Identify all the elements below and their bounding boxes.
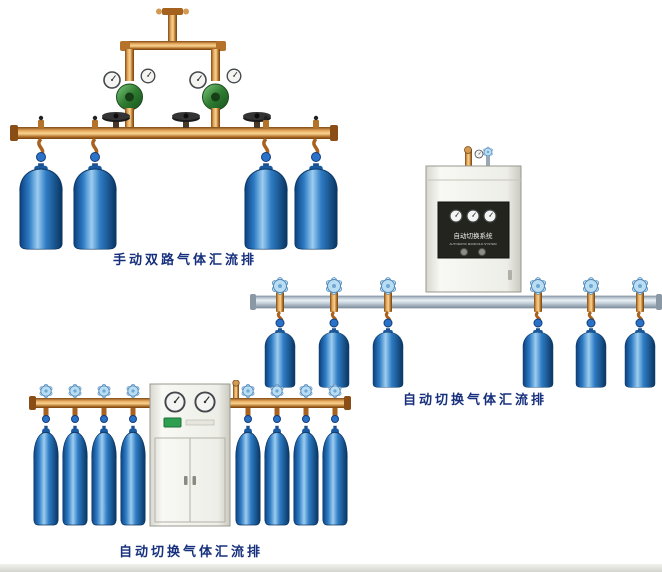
top-pipe-assembly [120,8,226,81]
blue-handwheel [241,383,255,399]
manual-dual-manifold-figure [10,8,338,250]
blue-handwheel [68,383,82,399]
gas-cylinder [91,425,117,526]
cylinder-station [372,277,404,388]
blue-handwheel [126,383,140,399]
gas-cylinder [575,327,607,388]
blue-handwheel [97,383,111,399]
gas-cylinder [372,327,404,388]
cabinet-risers [464,146,493,168]
blue-handwheel [529,277,547,295]
cylinder-station [522,277,554,388]
gas-cylinder [62,425,88,526]
blue-handwheel [379,277,397,295]
cylinder-station [322,383,348,526]
bottom-strip [0,564,662,572]
cylinder-station [318,277,350,388]
green-label [163,417,182,428]
control-cabinet-2 [149,383,231,527]
panel-gauge [449,209,463,223]
gas-cylinder [522,327,554,388]
cylinder-station [264,383,290,526]
cylinder-station [624,277,656,388]
gas-cylinder [322,425,348,526]
cylinder-station [91,383,117,526]
cylinder-station [244,115,288,250]
auto-switch-manifold-figure: 自动切换系统 AUTOMATIC MANIFOLD SYSTEM [250,146,662,388]
cabinet-knob [460,248,468,256]
gas-cylinder [120,425,146,526]
gas-cylinder [264,327,296,388]
caption-manual-dual-manifold: 手动双路气体汇流排 [112,252,257,267]
blue-handwheel [328,383,342,399]
caption-auto-switch-manifold: 自动切换气体汇流排 [402,392,547,407]
cylinder-station [264,277,296,388]
cylinder-station [62,383,88,526]
caption-auto-switch-manifold-2: 自动切换气体汇流排 [118,544,263,559]
blue-handwheel [270,383,284,399]
blue-handwheel [631,277,649,295]
pressure-gauge [474,149,484,159]
pressure-gauge [189,71,207,89]
door-handle [184,476,188,485]
gas-cylinder [73,162,117,250]
cylinder-station [235,383,261,526]
auto-switch-manifold-2-figure [29,380,351,527]
panel-gauge [483,209,497,223]
panel-gauge [194,391,216,413]
pressure-gauge [103,71,121,89]
cylinder-station [19,115,63,250]
gas-cylinder [235,425,261,526]
regulator-right [189,68,242,128]
cabinet-title: 自动切换系统 [454,231,494,240]
gas-cylinder [293,425,319,526]
panel-gauge [466,209,480,223]
panel-gauge [164,391,186,413]
blue-handwheel [271,277,289,295]
gas-cylinder [33,425,59,526]
blue-handwheel [39,383,53,399]
pressure-gauge [226,68,242,84]
cabinet-subtitle: AUTOMATIC MANIFOLD SYSTEM [450,242,497,246]
cylinder-station [120,383,146,526]
cylinder-station [575,277,607,388]
door-handle [508,270,512,280]
label-plate [185,419,215,426]
gas-cylinder [19,162,63,250]
blue-handwheel [483,146,493,158]
cylinder-station [293,383,319,526]
manifold-pipe [10,125,338,141]
black-valve-handwheel [172,112,200,128]
door-handle [192,476,196,485]
cabinet-knob [478,248,486,256]
pressure-gauge [140,68,156,84]
gas-cylinder [264,425,290,526]
riser-pipe [232,380,240,402]
cylinder-station [73,115,117,250]
blue-handwheel [299,383,313,399]
cylinder-station [294,115,338,250]
blue-handwheel [325,277,343,295]
gas-cylinder [318,327,350,388]
control-cabinet: 自动切换系统 AUTOMATIC MANIFOLD SYSTEM [425,165,522,293]
cylinder-station [33,383,59,526]
blue-handwheel [582,277,600,295]
gas-cylinder [624,327,656,388]
manifold-pipe [250,294,662,310]
